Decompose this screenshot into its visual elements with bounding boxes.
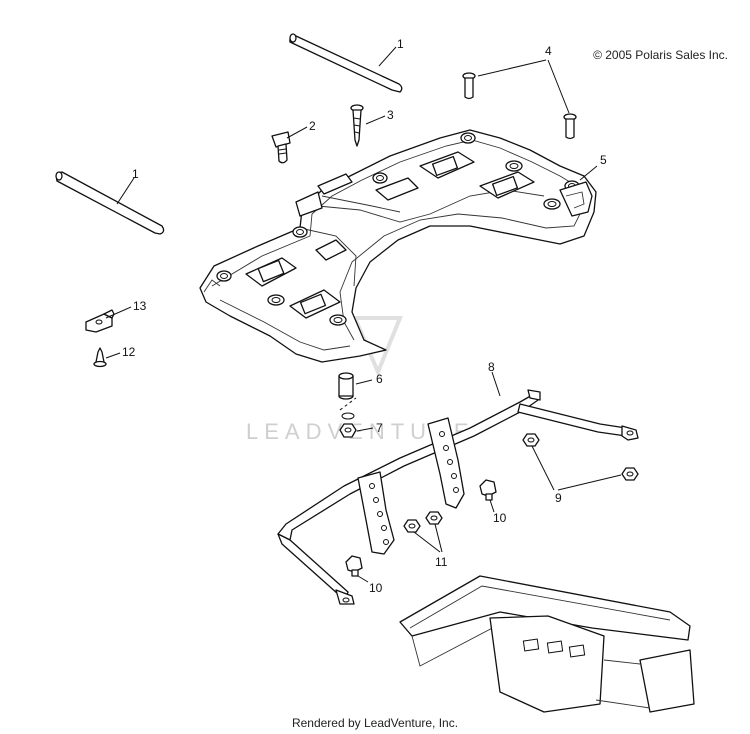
copyright-notice: © 2005 Polaris Sales Inc.	[593, 48, 728, 62]
rear-rack-part-5	[199, 129, 597, 363]
nut-part-9-upper	[522, 433, 540, 447]
bolt-part-2	[271, 131, 291, 164]
callout-13: 13	[133, 299, 147, 313]
rod-part-1-lower	[55, 171, 165, 235]
vehicle-frame	[399, 575, 695, 713]
callout-10-right: 10	[493, 511, 507, 525]
leader-lines	[105, 46, 622, 583]
nut-part-7	[339, 412, 357, 438]
callout-5: 5	[600, 153, 607, 167]
callout-2: 2	[309, 119, 316, 133]
callout-1-upper: 1	[397, 37, 404, 51]
callout-9: 9	[555, 491, 562, 505]
callout-4: 4	[545, 44, 552, 58]
callout-12: 12	[122, 345, 136, 359]
callout-11: 11	[435, 555, 448, 569]
callout-8: 8	[488, 360, 495, 374]
callout-10-left: 10	[369, 581, 383, 595]
rod-part-1-upper	[289, 33, 403, 93]
callout-1-lower: 1	[132, 167, 139, 181]
rivet-part-12	[93, 347, 107, 368]
screw-part-3	[350, 104, 364, 147]
callout-labels: 1 1 2 3 4 5 6 7 8 9 10 10 11 12 13	[122, 37, 607, 595]
callout-7: 7	[376, 421, 383, 435]
frame-bar-part-8	[277, 389, 639, 605]
callout-3: 3	[387, 108, 394, 122]
screw-part-4-lower	[563, 113, 577, 140]
nut-part-9-lower	[621, 467, 639, 481]
screw-part-4-upper	[462, 72, 476, 100]
nut-part-11-right	[425, 511, 443, 525]
callout-6: 6	[376, 372, 383, 386]
bolt-part-10-left	[345, 555, 363, 577]
nut-part-11-left	[403, 519, 421, 533]
bolt-part-10-right	[479, 479, 497, 501]
clip-part-13	[85, 309, 115, 333]
rendered-by-footer: Rendered by LeadVenture, Inc.	[291, 716, 459, 730]
spacer-part-6	[338, 372, 357, 411]
